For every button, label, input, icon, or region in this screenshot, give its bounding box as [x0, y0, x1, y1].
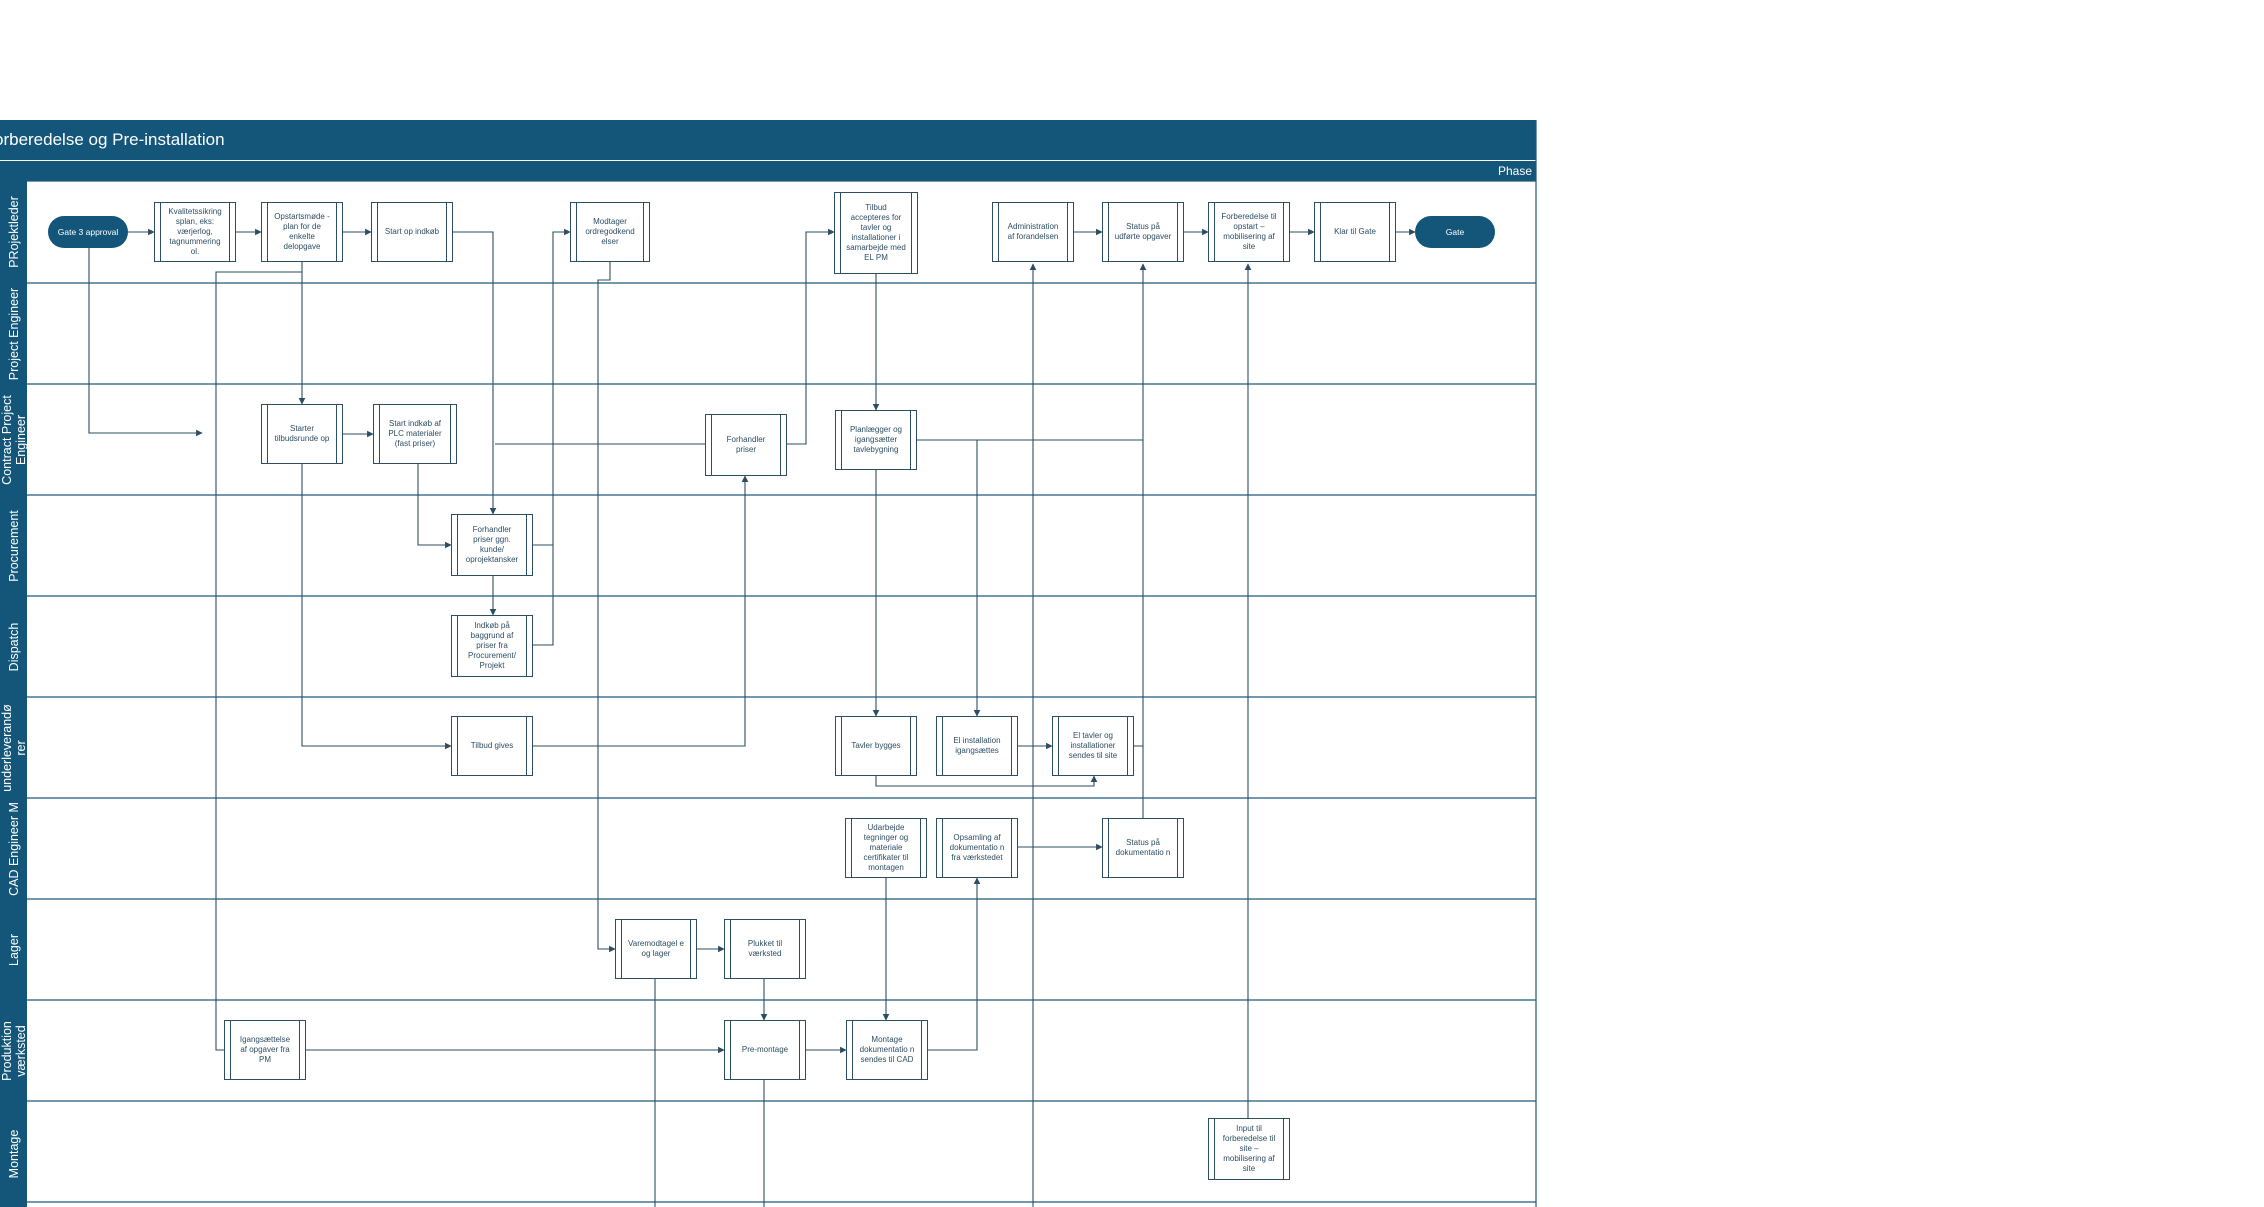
step-label: Opsamling af dokumentatio n fra værksted… — [949, 833, 1005, 862]
step-input-forberedelse: Input til forberedelse til site – mobili… — [1208, 1118, 1290, 1180]
step-tavler-bygges: Tavler bygges — [835, 716, 917, 776]
step-pre-montage: Pre-montage — [724, 1020, 806, 1080]
step-igangsaettelse: Igangsættelse af opgaver fra PM — [224, 1020, 306, 1080]
step-forhandler-priser: Forhandler priser — [705, 414, 787, 476]
step-el-tavler-sendes: El tavler og installationer sendes til s… — [1052, 716, 1134, 776]
step-label: Plukket til værksted — [747, 939, 783, 958]
step-label: Tavler bygges — [851, 741, 901, 750]
step-planlaegger-tavlebygning: Planlægger og igangsætter tavlebygning — [835, 410, 917, 470]
step-klar-til-gate: Klar til Gate — [1314, 202, 1396, 262]
step-label: Status på udførte opgaver — [1114, 222, 1172, 241]
step-label: Indkøb på baggrund af priser fra Procure… — [467, 621, 517, 670]
step-label: El tavler og installationer sendes til s… — [1068, 731, 1118, 760]
step-label: Montage dokumentatio n sendes til CAD — [859, 1035, 915, 1064]
step-label: Forhandler priser — [726, 435, 766, 454]
gate-terminal: Gate — [1415, 216, 1495, 248]
step-label: Status på dokumentatio n — [1115, 838, 1171, 857]
step-label: Input til forberedelse til site – mobili… — [1222, 1124, 1276, 1173]
step-label: Kvalitetssikring splan, eks: værjerlog, … — [168, 207, 222, 256]
gate3-approval-terminal: Gate 3 approval — [48, 216, 128, 248]
step-label: Planlægger og igangsætter tavlebygning — [849, 425, 903, 454]
step-tilbud-accepteres: Tilbud accepteres for tavler og installa… — [834, 192, 918, 274]
step-label: Varemodtagel e og lager — [628, 939, 684, 958]
step-start-indkob-plc: Start indkøb af PLC materialer (fast pri… — [373, 404, 457, 464]
step-label: Udarbejde tegninger og materiale certifi… — [863, 823, 909, 872]
phase-bar: Phase — [0, 161, 1536, 181]
step-label: Starter tilbudsrunde op — [274, 424, 330, 443]
lane-label-column — [0, 181, 27, 1207]
step-status-dokumentation: Status på dokumentatio n — [1102, 818, 1184, 878]
step-plukket: Plukket til værksted — [724, 919, 806, 979]
step-label: El installation igangsættes — [953, 736, 1001, 755]
lane-grid — [27, 120, 1537, 1207]
terminal-label: Gate 3 approval — [57, 227, 119, 237]
step-varemodtagelse: Varemodtagel e og lager — [615, 919, 697, 979]
step-label: Tilbud gives — [470, 741, 514, 750]
step-label: Start op indkøb — [384, 227, 440, 236]
step-administration: Administration af forandelsen — [992, 202, 1074, 262]
step-kvalitetssikring: Kvalitetssikring splan, eks: værjerlog, … — [154, 202, 236, 262]
step-tilbud-gives: Tilbud gives — [451, 716, 533, 776]
terminal-label: Gate — [1445, 227, 1465, 237]
step-label: Forhandler priser ggn. kunde/ oprojektan… — [465, 525, 519, 564]
step-start-indkob: Start op indkøb — [371, 202, 453, 262]
step-label: Start indkøb af PLC materialer (fast pri… — [388, 419, 442, 448]
step-label: Modtager ordregodkend elser — [585, 217, 635, 246]
step-modtager-ordregodkendelser: Modtager ordregodkend elser — [570, 202, 650, 262]
step-label: Igangsættelse af opgaver fra PM — [239, 1035, 291, 1064]
step-montage-dokumentation: Montage dokumentatio n sendes til CAD — [846, 1020, 928, 1080]
step-udarbejde-tegninger: Udarbejde tegninger og materiale certifi… — [845, 818, 927, 878]
step-label: Opstartsmøde - plan for de enkelte delop… — [274, 212, 330, 251]
step-status-udforte-opgaver: Status på udførte opgaver — [1102, 202, 1184, 262]
step-forberedelse-opstart: Forberedelse til opstart – mobilisering … — [1208, 202, 1290, 262]
step-label: Administration af forandelsen — [1007, 222, 1059, 241]
step-label: Forberedelse til opstart – mobilisering … — [1221, 212, 1277, 251]
step-label: Klar til Gate — [1334, 227, 1376, 236]
step-label: Tilbud accepteres for tavler og installa… — [846, 203, 906, 262]
step-indkob-baggrund: Indkøb på baggrund af priser fra Procure… — [451, 615, 533, 677]
step-forhandler-priser-kunde: Forhandler priser ggn. kunde/ oprojektan… — [451, 514, 533, 576]
step-starter-tilbudsrunde: Starter tilbudsrunde op — [261, 404, 343, 464]
phase-label: Phase — [1497, 164, 1532, 178]
diagram-title: orberedelse og Pre-installation — [0, 130, 225, 149]
diagram-title-bar: orberedelse og Pre-installation — [0, 120, 1536, 160]
flow-arrows — [88, 228, 1416, 1207]
step-label: Pre-montage — [741, 1045, 789, 1054]
step-el-installation: El installation igangsættes — [936, 716, 1018, 776]
step-opstartsmode: Opstartsmøde - plan for de enkelte delop… — [261, 202, 343, 262]
step-opsamling-dokumentation: Opsamling af dokumentatio n fra værksted… — [936, 818, 1018, 878]
